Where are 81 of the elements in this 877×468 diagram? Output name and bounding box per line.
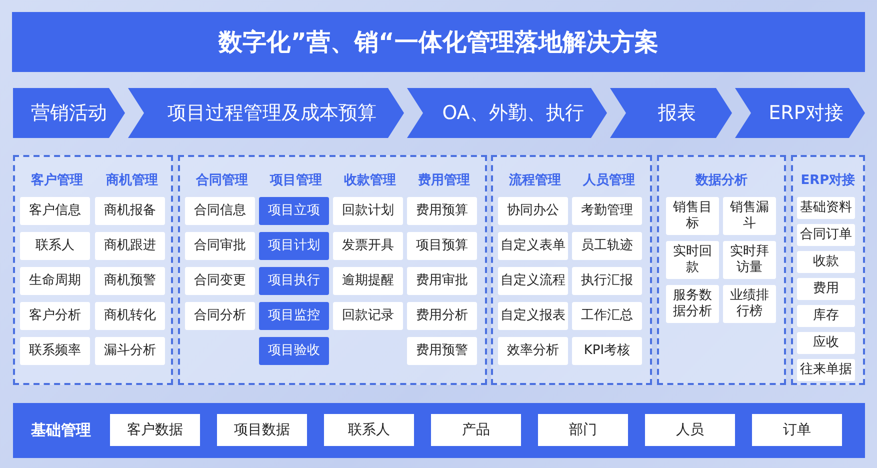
process-step: 报表 (610, 88, 732, 138)
module-panel (491, 155, 652, 385)
feature-card: 漏斗分析 (95, 337, 165, 365)
feature-card: 发票开具 (333, 232, 403, 260)
column-heading: 合同管理 (194, 172, 249, 189)
feature-card: 项目立项 (259, 197, 329, 225)
feature-card: 合同审批 (185, 232, 255, 260)
feature-card: 服务数据分析 (666, 285, 719, 323)
feature-card: 合同变更 (185, 267, 255, 295)
feature-card: 费用预警 (407, 337, 477, 365)
feature-card: 销售目标 (666, 197, 719, 235)
feature-card: 执行汇报 (572, 267, 642, 295)
module-panel (178, 155, 487, 385)
feature-card: 往来单据 (797, 359, 855, 381)
feature-card: 商机预警 (95, 267, 165, 295)
feature-card: 项目监控 (259, 302, 329, 330)
feature-card: 库存 (797, 305, 855, 327)
feature-card: 自定义流程 (498, 267, 568, 295)
feature-card: 商机跟进 (95, 232, 165, 260)
module-panel (13, 155, 173, 385)
feature-card: 商机报备 (95, 197, 165, 225)
feature-card: 客户分析 (20, 302, 90, 330)
process-step: 营销活动 (13, 88, 125, 138)
feature-card: 联系频率 (20, 337, 90, 365)
process-step: OA、外勤、执行 (407, 88, 607, 138)
feature-card: 联系人 (20, 232, 90, 260)
base-band (13, 403, 865, 458)
data-card: 项目数据 (217, 414, 307, 446)
feature-card: 自定义表单 (498, 232, 568, 260)
feature-card: 合同分析 (185, 302, 255, 330)
column-heading: 商机管理 (105, 172, 159, 189)
feature-card: 收款 (797, 251, 855, 273)
feature-card: 效率分析 (498, 337, 568, 365)
column-heading: 客户管理 (30, 172, 84, 189)
feature-card: 应收 (797, 332, 855, 354)
process-step: ERP对接 (735, 88, 865, 138)
band-heading: 基础管理 (31, 421, 91, 440)
feature-card: 生命周期 (20, 267, 90, 295)
column-heading: ERP对接 (800, 172, 856, 189)
feature-card: KPI考核 (572, 337, 642, 365)
column-heading: 人员管理 (582, 172, 636, 189)
data-card: 人员 (645, 414, 735, 446)
feature-card: 费用审批 (407, 267, 477, 295)
feature-card: 回款记录 (333, 302, 403, 330)
process-step: 项目过程管理及成本预算 (128, 88, 404, 138)
module-panel (657, 155, 786, 385)
data-card: 订单 (752, 414, 842, 446)
feature-card: 费用预算 (407, 197, 477, 225)
feature-card: 客户信息 (20, 197, 90, 225)
feature-card: 项目执行 (259, 267, 329, 295)
data-card: 产品 (431, 414, 521, 446)
feature-card: 基础资料 (797, 197, 855, 219)
feature-card: 项目计划 (259, 232, 329, 260)
feature-card: 商机转化 (95, 302, 165, 330)
column-heading: 收款管理 (343, 172, 397, 189)
feature-card: 费用 (797, 278, 855, 300)
feature-card: 逾期提醒 (333, 267, 403, 295)
feature-card: 考勤管理 (572, 197, 642, 225)
feature-card: 销售漏斗 (723, 197, 776, 235)
feature-card: 回款计划 (333, 197, 403, 225)
feature-card: 业绩排行榜 (723, 285, 776, 323)
feature-card: 员工轨迹 (572, 232, 642, 260)
column-heading: 费用管理 (417, 172, 471, 189)
column-heading: 数据分析 (694, 172, 748, 189)
feature-card: 项目预算 (407, 232, 477, 260)
feature-card: 合同信息 (185, 197, 255, 225)
feature-card: 工作汇总 (572, 302, 642, 330)
feature-card: 实时拜访量 (723, 241, 776, 279)
feature-card: 自定义报表 (498, 302, 568, 330)
feature-card: 协同办公 (498, 197, 568, 225)
feature-card: 项目验收 (259, 337, 329, 365)
column-heading: 项目管理 (268, 172, 323, 189)
title-banner: 数字化”营、销“一体化管理落地解决方案 (12, 12, 865, 72)
feature-card: 实时回款 (666, 241, 719, 279)
feature-card: 费用分析 (407, 302, 477, 330)
column-heading: 流程管理 (508, 172, 562, 189)
module-panel (791, 155, 865, 385)
feature-card: 合同订单 (797, 224, 855, 246)
data-card: 客户数据 (110, 414, 200, 446)
data-card: 部门 (538, 414, 628, 446)
data-card: 联系人 (324, 414, 414, 446)
